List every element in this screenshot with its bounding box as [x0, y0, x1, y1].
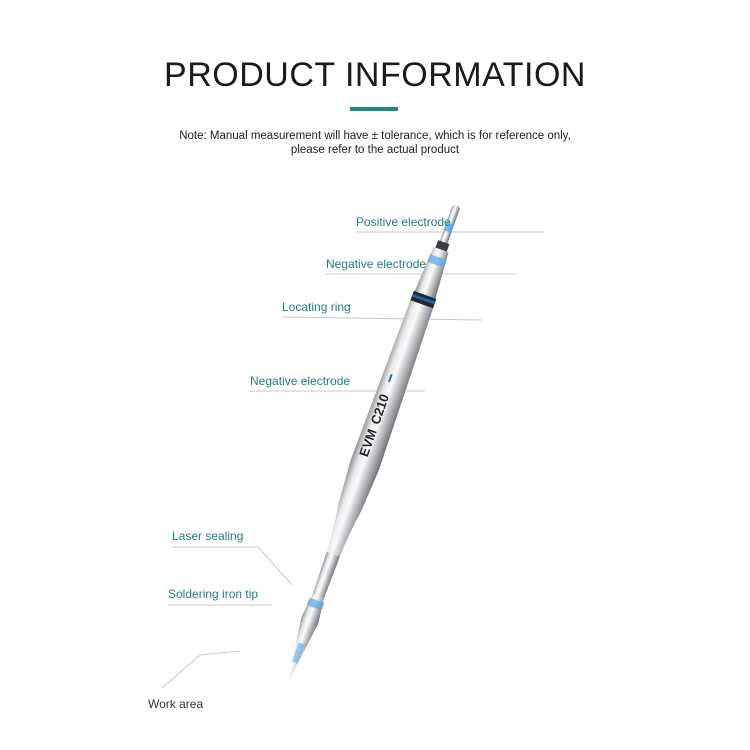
- leader-laser-sealing: [172, 546, 293, 586]
- tip-marker: [306, 597, 325, 611]
- leader-lines: [161, 231, 545, 689]
- positive-electrode-marker: [443, 221, 455, 234]
- leader-locating-ring: [281, 316, 483, 321]
- title-accent-bar: [350, 107, 398, 111]
- upper-sleeve: [414, 246, 449, 299]
- measurement-note: Note: Manual measurement will have ± tol…: [0, 129, 750, 157]
- pin-collar: [435, 240, 450, 252]
- label-locating-ring: Locating ring: [282, 300, 351, 314]
- cartridge: EVMC210: [288, 204, 460, 682]
- page-title: PRODUCT INFORMATION: [164, 56, 586, 94]
- note-line-1: Note: Manual measurement will have ± tol…: [179, 130, 571, 142]
- work-area-marker: [292, 642, 305, 664]
- label-laser-sealing: Laser sealing: [172, 529, 244, 543]
- label-soldering-iron-tip: Soldering iron tip: [168, 587, 259, 601]
- label-positive-electrode: Positive electrode: [356, 215, 451, 229]
- leader-work-area: [161, 650, 241, 689]
- laser-sealing-neck: [312, 551, 340, 599]
- note-line-2: please refer to the actual product: [290, 144, 460, 156]
- label-negative-electrode-mid: Negative electrode: [250, 374, 351, 388]
- label-negative-electrode-top: Negative electrode: [326, 257, 427, 271]
- model-marker: [388, 373, 393, 383]
- label-work-area: Work area: [148, 697, 204, 711]
- main-barrel: [326, 300, 434, 557]
- tip-cone: [288, 617, 319, 682]
- negative-electrode-marker-top: [427, 254, 447, 268]
